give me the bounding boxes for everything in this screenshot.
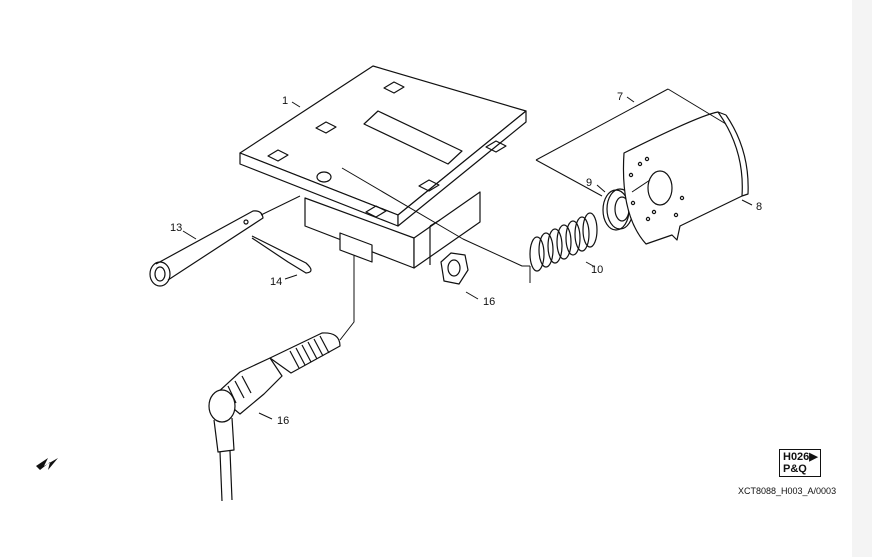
assembly-lines	[260, 88, 727, 341]
reference-box: H026▶ P&Q	[779, 449, 821, 477]
callout-16-connector: 16	[277, 415, 289, 427]
mounting-bracket-plate	[622, 111, 749, 245]
callout-14: 14	[270, 276, 282, 288]
callout-13: 13	[170, 222, 182, 234]
callout-16-nut: 16	[483, 296, 495, 308]
hex-nut	[440, 252, 469, 285]
callout-1: 1	[282, 95, 288, 107]
clevis-pin	[149, 210, 264, 287]
callout-10: 10	[591, 264, 603, 276]
compression-spring	[529, 212, 598, 272]
callout-7: 7	[617, 91, 623, 103]
cable-connector	[208, 332, 341, 502]
page-edge	[852, 0, 872, 557]
reference-box-line-1: H026▶	[783, 451, 818, 463]
callout-8: 8	[756, 201, 762, 213]
callout-9: 9	[586, 177, 592, 189]
arrow-southwest-icon	[36, 458, 58, 470]
reference-code: XCT8088_H003_A/0003	[738, 486, 837, 496]
reference-box-line-2: P&Q	[783, 463, 807, 475]
cotter-pin	[251, 235, 312, 274]
leader-lines	[182, 96, 753, 420]
